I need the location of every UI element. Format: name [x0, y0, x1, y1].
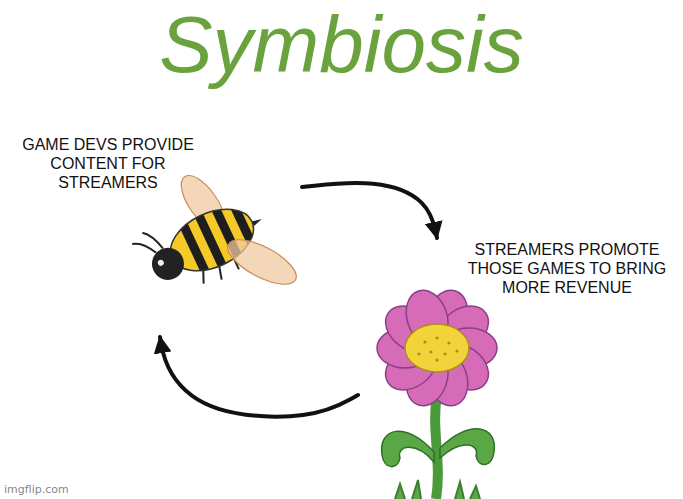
- watermark: imgflip.com: [4, 483, 69, 496]
- title: Symbiosis: [159, 0, 524, 90]
- concept-group: GAME DEVS PROVIDE CONTENT FOR STREAMERS: [10, 135, 300, 335]
- flower-illustration: [377, 285, 498, 499]
- concept-group: STREAMERS PROMOTE THOSE GAMES TO BRING M…: [360, 240, 683, 499]
- cycle-arrow: [302, 183, 437, 238]
- concept-text: GAME DEVS PROVIDE CONTENT FOR STREAMERS: [10, 135, 206, 192]
- cycle-arrow: [160, 337, 358, 417]
- concept-text: STREAMERS PROMOTE THOSE GAMES TO BRING M…: [460, 240, 674, 297]
- title-row: Symbiosis: [0, 0, 683, 90]
